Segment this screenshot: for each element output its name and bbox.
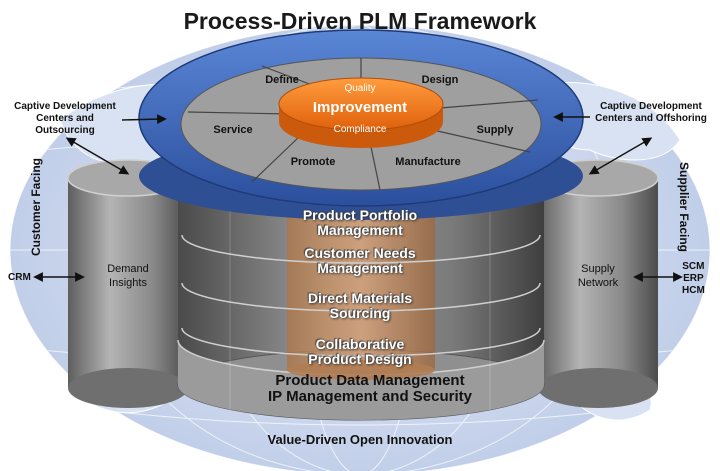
page-title: Process-Driven PLM Framework	[183, 8, 537, 34]
supplier-facing-label: Supplier Facing	[677, 161, 691, 252]
demand-insights-label: Demand Insights	[80, 262, 176, 290]
segment-define: Define	[265, 74, 299, 86]
layer-4-line-1: Collaborative	[315, 336, 405, 352]
layer-customer-needs: Customer Needs Management	[230, 246, 490, 276]
layer-2-line-1: Customer Needs	[304, 245, 416, 261]
segment-design: Design	[421, 74, 459, 86]
footer-label: Value-Driven Open Innovation	[267, 432, 453, 447]
segment-promote: Promote	[290, 156, 336, 168]
demand-insights-line-1: Demand	[107, 263, 149, 275]
right-top-arrow	[588, 137, 653, 175]
customer-facing-label: Customer Facing	[29, 158, 43, 257]
layer-1-line-1: Product Portfolio	[302, 207, 418, 223]
base-layer-line-1: Product Data Management	[275, 372, 465, 389]
hub-quality: Quality	[344, 83, 376, 94]
supply-network-line-2: Network	[577, 277, 619, 289]
left-top-note-line-2: Centers and Outsourcing	[35, 113, 95, 136]
layer-collaborative-design: Collaborative Product Design	[230, 337, 490, 367]
base-layer-line-2: IP Management and Security	[268, 388, 472, 405]
demand-insights-cylinder	[67, 159, 189, 408]
crm-label: CRM	[8, 272, 31, 283]
hub-improvement: Improvement	[312, 99, 408, 116]
segment-supply: Supply	[476, 124, 514, 136]
supply-network-line-1: Supply	[581, 263, 615, 275]
scm-label: SCM	[682, 261, 705, 272]
layer-product-data-management: Product Data Management IP Management an…	[190, 373, 550, 405]
erp-label: ERP	[683, 273, 704, 284]
segment-manufacture: Manufacture	[395, 156, 461, 168]
right-top-note: Captive Development Centers and Offshori…	[588, 101, 714, 125]
left-top-note-line-1: Captive Development	[14, 101, 116, 112]
connector-arrows	[33, 112, 683, 282]
layer-3-line-1: Direct Materials	[307, 290, 413, 306]
layer-1-line-2: Management	[317, 222, 403, 238]
hcm-label: HCM	[682, 285, 705, 296]
demand-insights-line-2: Insights	[109, 277, 147, 289]
supply-network-cylinder	[537, 159, 659, 408]
left-top-arrow	[65, 137, 130, 175]
left-ring-arrow	[121, 114, 167, 125]
layer-3-line-2: Sourcing	[329, 305, 391, 321]
layer-4-line-2: Product Design	[308, 351, 412, 367]
systems-list: SCM ERP HCM	[682, 261, 705, 297]
supply-network-label: Supply Network	[550, 262, 646, 290]
layer-product-portfolio: Product Portfolio Management	[230, 208, 490, 238]
right-top-note-line-1: Captive Development	[600, 101, 702, 112]
right-top-note-line-2: Centers and Offshoring	[595, 113, 707, 124]
left-top-note: Captive Development Centers and Outsourc…	[6, 101, 124, 137]
layer-2-line-2: Management	[317, 260, 403, 276]
segment-service: Service	[213, 124, 253, 136]
layer-direct-materials: Direct Materials Sourcing	[230, 291, 490, 321]
hub-compliance: Compliance	[333, 124, 387, 135]
process-wheel	[138, 29, 584, 220]
